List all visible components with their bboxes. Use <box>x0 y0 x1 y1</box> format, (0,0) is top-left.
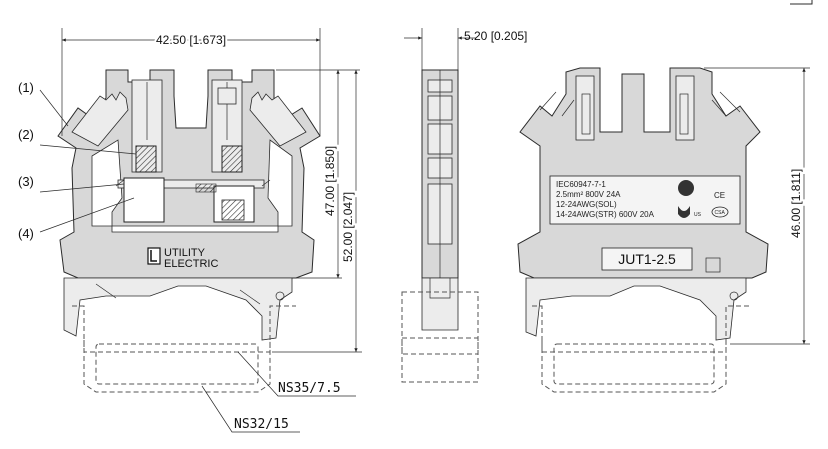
csa-mark: CSA <box>715 210 726 216</box>
front-housing <box>517 67 769 279</box>
section-rail-ns35 <box>72 305 296 353</box>
section-rail-ns32 <box>83 340 271 393</box>
frame-corner <box>790 0 813 5</box>
section-din-foot <box>63 277 293 341</box>
rail-ns32-label: NS32/15 <box>234 417 289 432</box>
ul-mark-icon <box>678 206 690 218</box>
model-label: JUT1-2.5 <box>618 251 676 267</box>
spec-plate <box>549 175 741 225</box>
callout-3: (3) <box>18 174 34 189</box>
rail-ns35-label: NS35/7.5 <box>278 381 341 396</box>
busbar <box>117 179 265 189</box>
left-clamp-box <box>123 177 165 223</box>
callouts: (1) (2) (3) (4) <box>18 80 137 241</box>
right-spring-arm <box>249 91 307 147</box>
left-screw <box>135 145 157 173</box>
side-view: 5.20 [0.205] <box>401 28 527 383</box>
section-cavity <box>91 139 293 233</box>
rail-labels: NS35/7.5 NS32/15 <box>201 351 356 433</box>
ce-mark: CE <box>714 191 725 200</box>
dim-height-body: 47.00 [1.850] <box>323 146 337 216</box>
left-spring-arm <box>71 91 129 147</box>
callout-2: (2) <box>18 127 34 142</box>
model-plate <box>601 247 693 271</box>
tuv-mark-icon <box>678 180 694 196</box>
logo-line-2: ELECTRIC <box>164 258 218 270</box>
callout-4: (4) <box>18 226 34 241</box>
spec-line-2: 2.5mm² 800V 24A <box>556 190 621 199</box>
front-view: IEC60947-7-1 2.5mm² 800V 24A 12-24AWG(SO… <box>517 67 810 393</box>
spec-line-3: 12-24AWG(SOL) <box>556 200 617 209</box>
right-screw <box>221 145 243 173</box>
callout-1: (1) <box>18 80 34 95</box>
spec-line-1: IEC60947-7-1 <box>556 180 606 189</box>
dim-width-label: 42.50 [1.673] <box>156 33 226 47</box>
spec-line-4: 14-24AWG(STR) 600V 20A <box>556 210 655 219</box>
dim-heights-left: 47.00 [1.850] 52.00 [2.047] <box>272 69 362 353</box>
utility-electric-logo: UTILITY ELECTRIC <box>147 247 218 270</box>
dim-width: 42.50 [1.673] <box>61 28 321 136</box>
section-view <box>57 69 321 393</box>
ul-us-mark: US <box>694 212 702 218</box>
dim-height-front: 46.00 [1.811] <box>789 169 803 238</box>
dim-thickness-label: 5.20 [0.205] <box>464 29 527 43</box>
csa-mark-icon <box>711 206 729 218</box>
logo-line-1: UTILITY <box>164 247 206 259</box>
dim-height-total: 52.00 [2.047] <box>341 192 355 262</box>
